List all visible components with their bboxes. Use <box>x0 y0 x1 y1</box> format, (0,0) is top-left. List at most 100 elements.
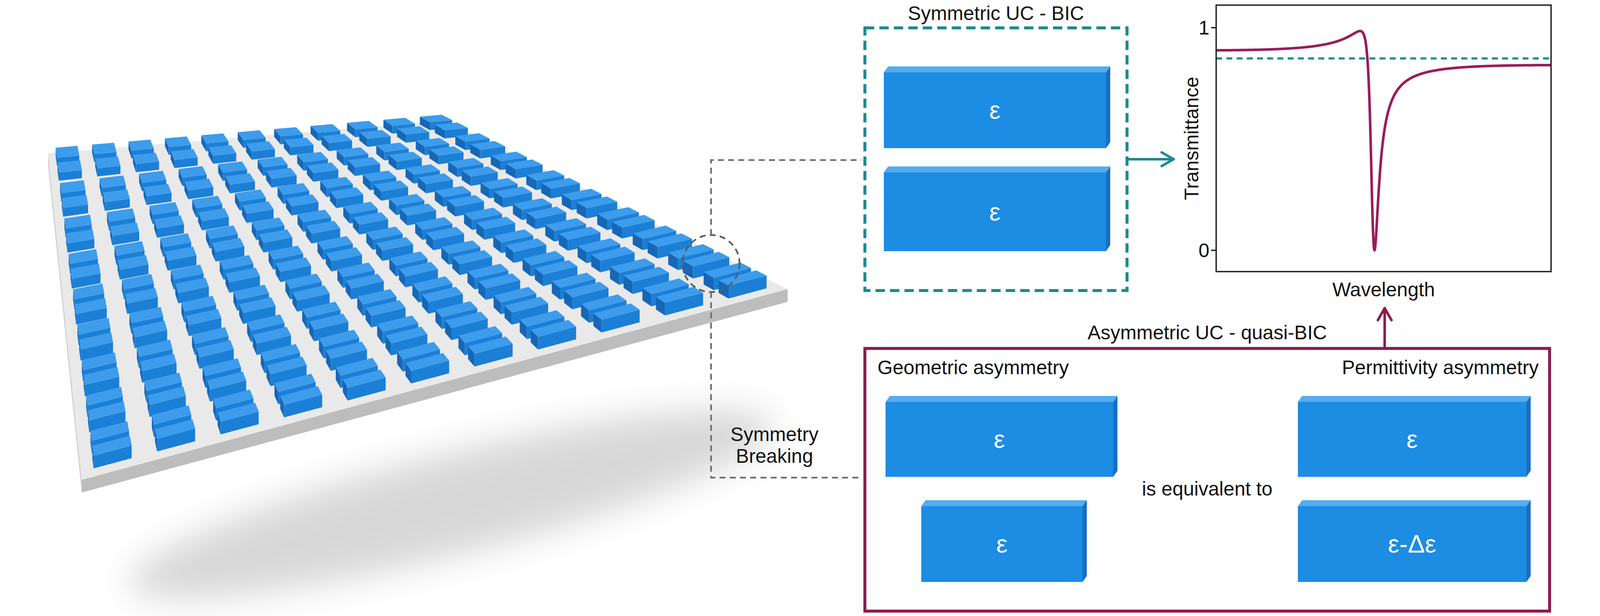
bar-top <box>512 198 552 211</box>
annotation-label: Symmetry Breaking <box>723 423 826 467</box>
bar-top <box>576 196 618 209</box>
bar-top <box>494 186 532 198</box>
bar-top <box>185 308 222 326</box>
box-text: Symmetric UC - BIC <box>908 2 1085 25</box>
resonator-bar <box>593 303 640 333</box>
resonator-bar <box>283 137 314 156</box>
bar-top <box>160 233 192 248</box>
permittivity-label: ε <box>993 425 1006 454</box>
bar-top <box>493 229 534 243</box>
resonator-bar <box>321 133 353 152</box>
block-front <box>1297 401 1527 477</box>
block-side <box>1105 166 1111 252</box>
resonator-bar <box>154 215 184 238</box>
bar-top <box>306 162 339 174</box>
bar-top <box>623 266 669 282</box>
bar-top <box>342 369 386 388</box>
bar-top <box>347 157 380 168</box>
permittivity-label: ε-Δε <box>1388 529 1437 558</box>
leader-line <box>711 160 862 235</box>
bar-top <box>292 285 330 301</box>
bar-top <box>170 148 198 160</box>
bar-top <box>374 180 409 192</box>
zoom-circle <box>682 234 740 292</box>
bar-top <box>343 201 378 215</box>
bar-top <box>265 167 297 179</box>
leader-line <box>711 291 862 478</box>
resonator-bar <box>184 178 214 200</box>
resonator-bar <box>280 385 323 418</box>
block-side <box>1526 500 1531 582</box>
resonator-bar <box>342 369 386 401</box>
bar-top <box>268 245 303 260</box>
bar-top <box>490 151 527 161</box>
flow-arrow <box>1377 308 1392 347</box>
permittivity-label: ε <box>996 529 1008 558</box>
bar-top <box>405 164 440 175</box>
bar-top <box>128 139 155 151</box>
block-top <box>883 166 1111 173</box>
block-side <box>1082 500 1087 582</box>
resonator-bar <box>66 228 95 253</box>
permittivity-label: ε <box>989 197 1001 226</box>
block-front <box>921 505 1083 582</box>
bar-top <box>147 386 186 406</box>
resonator-bar <box>245 141 275 160</box>
bar-top <box>591 246 635 261</box>
bar-top <box>365 300 406 316</box>
resonator-bar <box>57 160 82 181</box>
resonator-bar <box>102 189 130 212</box>
bar-top <box>417 173 453 184</box>
bar-top <box>656 286 704 303</box>
symmetric-cell-box: Symmetric UC - BICεε <box>863 26 1129 292</box>
axis-tick <box>1211 27 1217 29</box>
box-text: Asymmetric UC - quasi-BIC <box>1087 321 1327 344</box>
resonator-bar <box>217 402 259 435</box>
bar-top <box>274 127 303 137</box>
bar-top <box>192 195 223 209</box>
bar-top <box>92 435 132 456</box>
resonator-bar <box>656 286 704 316</box>
bar-top <box>191 326 229 344</box>
bar-top <box>201 133 229 144</box>
bar-top <box>337 262 375 278</box>
bar-top <box>70 263 101 279</box>
bar-top <box>534 260 578 275</box>
bar-top <box>196 340 235 358</box>
bar-top <box>252 326 292 344</box>
box-text: Geometric asymmetry <box>877 356 1069 379</box>
bar-top <box>275 257 312 272</box>
bar-top <box>91 142 117 155</box>
bar-top <box>297 209 332 223</box>
resonator-bar <box>95 156 121 177</box>
bar-top <box>480 177 518 189</box>
bar-top <box>464 207 503 220</box>
bar-top <box>86 386 123 406</box>
bar-top <box>181 295 217 312</box>
bar-top <box>357 288 397 305</box>
bar-top <box>68 248 99 264</box>
bar-top <box>251 217 285 231</box>
bar-top <box>447 194 485 207</box>
block-side <box>1526 395 1531 477</box>
bar-top <box>441 240 481 255</box>
bar-top <box>321 133 353 143</box>
bar-top <box>208 145 237 156</box>
bar-top <box>452 250 493 265</box>
bar-top <box>239 297 276 313</box>
bar-top <box>530 320 577 338</box>
permittivity-label: ε <box>989 96 1001 125</box>
bar-top <box>285 194 319 206</box>
bar-top <box>219 254 254 270</box>
bar-top <box>164 246 197 261</box>
bar-top <box>505 159 543 170</box>
block-front <box>885 401 1114 477</box>
bar-top <box>309 313 349 330</box>
bar-top <box>302 301 341 318</box>
bar-top <box>448 157 484 168</box>
flow-arrow <box>1128 152 1174 166</box>
bar-top <box>376 142 409 152</box>
bar-top <box>207 371 247 390</box>
bar-top <box>325 341 367 359</box>
substrate-top <box>48 120 788 480</box>
